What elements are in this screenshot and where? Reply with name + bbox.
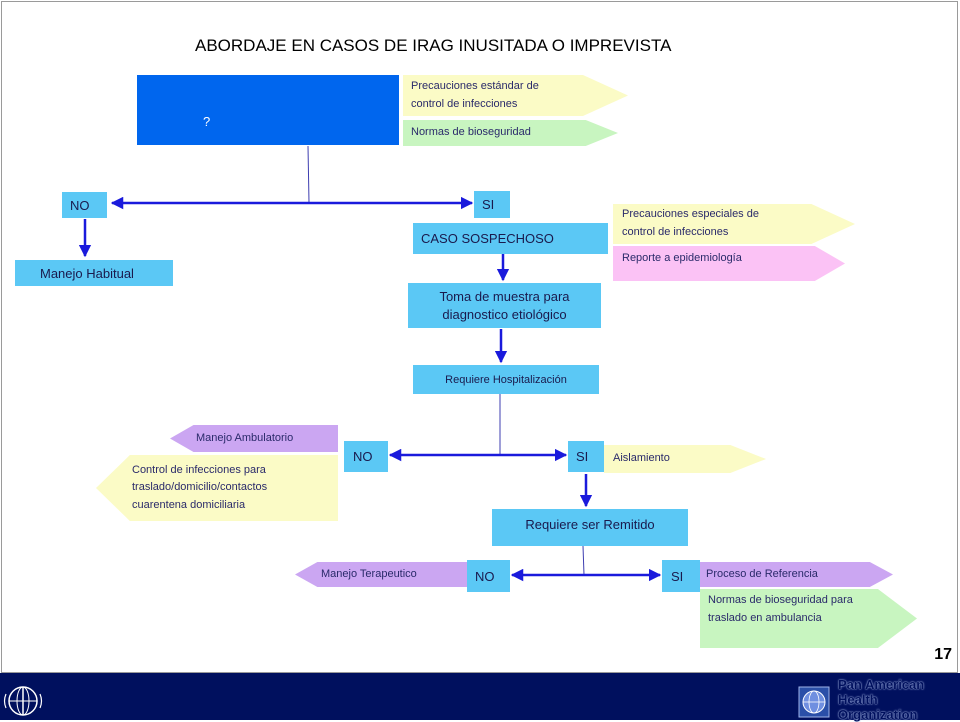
who-emblem-icon — [3, 686, 43, 716]
node-no-2: NO — [344, 441, 388, 472]
connector-top-stem — [307, 145, 310, 204]
page-number: 17 — [934, 646, 952, 663]
note-standard-precautions: Precauciones estándar de control de infe… — [403, 75, 628, 116]
note-home-control: Control de infecciones para traslado/dom… — [96, 455, 338, 521]
node-si-1: SI — [474, 191, 510, 218]
connector-referral-stem — [582, 545, 585, 576]
node-sample: Toma de muestra para diagnostico etiológ… — [408, 283, 601, 328]
node-hospitalization: Requiere Hospitalización — [413, 365, 599, 394]
node-si-3: SI — [662, 560, 700, 592]
slide-frame — [1, 1, 958, 673]
node-no-1: NO — [62, 192, 107, 218]
note-isolation: Aislamiento — [604, 445, 766, 473]
top-question-box: ? — [137, 75, 399, 145]
node-si-2: SI — [568, 441, 604, 472]
paho-wordmark: Pan American Health Organization — [838, 677, 925, 722]
note-referral: Proceso de Referencia — [700, 562, 893, 587]
node-referral-required: Requiere ser Remitido — [492, 509, 688, 546]
node-no-3: NO — [467, 560, 510, 592]
note-epidemiology-report: Reporte a epidemiología — [613, 246, 845, 281]
note-biosafety: Normas de bioseguridad — [403, 120, 618, 146]
top-question-label: ? — [203, 114, 211, 129]
note-special-precautions: Precauciones especiales de control de in… — [613, 204, 855, 244]
node-suspected-case: CASO SOSPECHOSO — [413, 223, 608, 254]
diagram-title: ABORDAJE EN CASOS DE IRAG INUSITADA O IM… — [195, 36, 672, 55]
connectors — [78, 145, 662, 582]
note-therapeutic: Manejo Terapeutico — [295, 562, 467, 587]
paho-globe-icon — [798, 686, 830, 718]
note-ambulatory: Manejo Ambulatorio — [170, 425, 338, 452]
node-usual-management: Manejo Habitual — [15, 260, 173, 286]
note-ambulance-biosafety: Normas de bioseguridad para traslado en … — [700, 589, 917, 648]
